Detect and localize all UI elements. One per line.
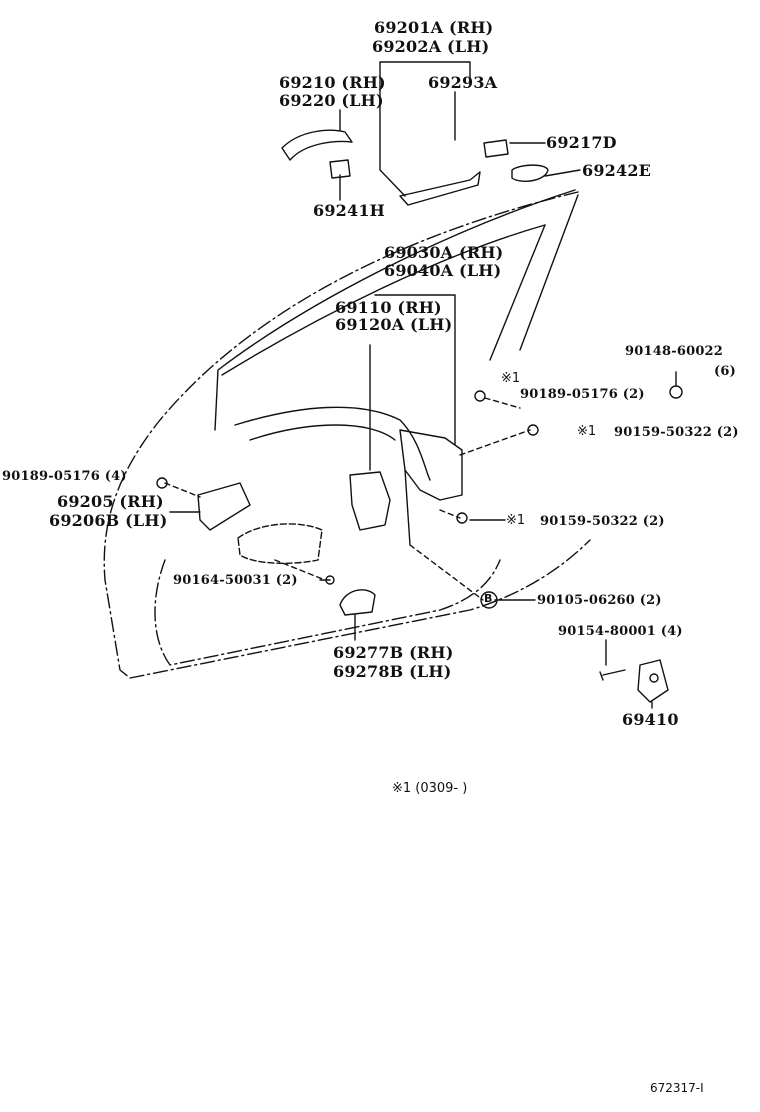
footnote: ※1 (0309- ) (392, 781, 468, 796)
label-69278b: 69278B (LH) (333, 662, 452, 681)
label-69217d: 69217D (546, 133, 617, 152)
outer-handle-sketch (281, 129, 353, 161)
label-69242e: 69242E (582, 161, 652, 180)
label-69293a: 69293A (428, 73, 498, 92)
door-inner-panel (154, 559, 501, 666)
leader-69242e (544, 169, 581, 177)
inner-handle-sketch (197, 482, 251, 531)
label-69206b: 69206B (LH) (49, 511, 168, 530)
door-bottom-edge (129, 539, 591, 679)
label-90159-b: 90159-50322 (2) (540, 514, 665, 529)
figure-number: 672317-I (650, 1081, 704, 1095)
label-69210: 69210 (RH) (279, 73, 386, 92)
label-90189-a: 90189-05176 (2) (520, 387, 645, 402)
label-69277b: 69277B (RH) (333, 643, 454, 662)
bolt-90164 (325, 575, 335, 585)
leader-90105 (409, 544, 484, 601)
b-marker-circle (480, 591, 498, 609)
lock-body-sketch (399, 429, 463, 501)
leader-90164 (274, 559, 326, 581)
label-90159-a: 90159-50322 (2) (614, 425, 739, 440)
leader-90189-a (484, 397, 521, 409)
window-inner (221, 224, 546, 376)
lock-rod-sketch (404, 469, 411, 546)
window-rear-outer (519, 194, 579, 351)
mark-1-b: ※1 (577, 424, 597, 439)
label-69120a: 69120A (LH) (335, 315, 453, 334)
label-90105: 90105-06260 (2) (537, 593, 662, 608)
label-69220: 69220 (LH) (279, 91, 384, 110)
b-marker: B (484, 592, 493, 605)
label-69201a: 69201A (RH) (374, 18, 494, 37)
label-69040a: 69040A (LH) (384, 261, 502, 280)
label-90154: 90154-80001 (4) (558, 624, 683, 639)
leader-69201a (379, 61, 471, 197)
label-90189-b: 90189-05176 (4) (2, 469, 127, 484)
striker-hole (649, 673, 659, 683)
leader-69030a (374, 294, 456, 446)
window-rear-edge (489, 224, 546, 361)
striker-plate-sketch (637, 659, 669, 703)
window-frame (214, 189, 576, 431)
lock-actuator-sketch (349, 471, 391, 531)
label-90164: 90164-50031 (2) (173, 573, 298, 588)
door-outline (103, 191, 579, 679)
label-69030a: 69030A (RH) (384, 243, 504, 262)
inner-bezel-sketch (237, 523, 323, 564)
control-cable-upper (234, 406, 431, 481)
bolt-90159-a (527, 424, 539, 436)
control-cable-lower (249, 424, 396, 441)
bolt-90189-b (156, 477, 168, 489)
handle-clip-sketch (329, 159, 351, 179)
bolt-90159-b (456, 512, 468, 524)
leader-90159-a (459, 429, 531, 456)
label-69205: 69205 (RH) (57, 492, 164, 511)
pad-69217d (483, 139, 509, 158)
label-69241h: 69241H (313, 201, 385, 220)
pad-69242e (511, 164, 549, 182)
handle-bracket-sketch (399, 171, 481, 206)
label-69410: 69410 (622, 710, 679, 729)
label-69110: 69110 (RH) (335, 298, 442, 317)
mark-1-c: ※1 (506, 513, 526, 528)
screw-90154 (599, 669, 626, 681)
label-69202a: 69202A (LH) (372, 37, 490, 56)
label-90148: 90148-60022 (625, 344, 724, 359)
leader-90189-b (164, 482, 201, 498)
bolt-90189-a (474, 390, 486, 402)
trim-cover-sketch (339, 589, 376, 616)
bolt-90148 (669, 385, 683, 399)
label-90148-qty: (6) (714, 364, 736, 379)
mark-1-a: ※1 (501, 371, 521, 386)
